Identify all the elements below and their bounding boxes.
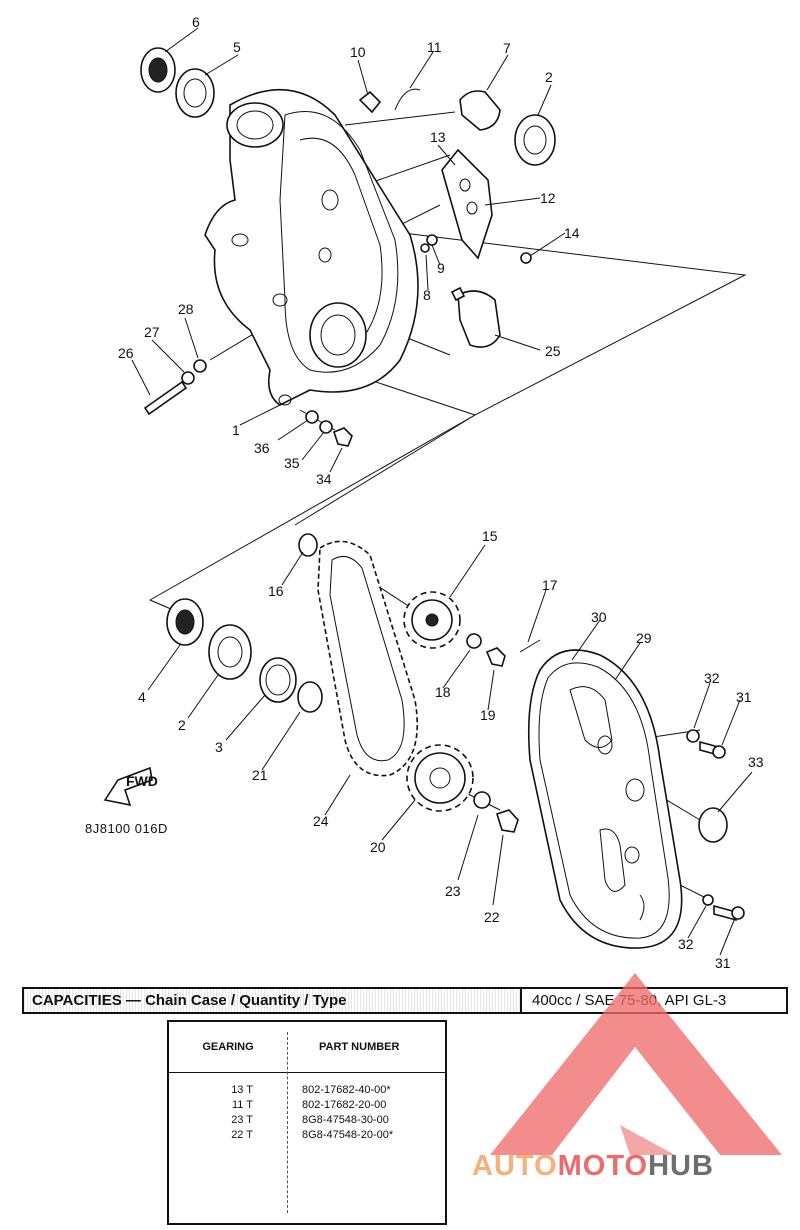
callout-24: 24 [313,813,329,829]
table-row: 13 T 802-17682-40-00* [169,1083,445,1098]
capacities-bar: CAPACITIES — Chain Case / Quantity / Typ… [22,987,788,1014]
figure-code: 8J8100 016D [85,821,168,836]
forward-arrow-icon: FWD [103,766,158,807]
callout-36: 36 [254,440,270,456]
table-row: 23 T 8G8-47548-30-00 [169,1113,445,1128]
fwd-label: FWD [126,773,158,789]
callout-11: 11 [427,39,442,55]
callout-10: 10 [350,44,366,60]
callout-3: 3 [215,739,223,755]
callout-33: 33 [748,754,764,770]
callout-31: 31 [715,955,731,971]
sprockets [403,591,541,833]
callout-34: 34 [316,471,332,487]
callout-21: 21 [252,767,268,783]
upper-bearings [140,47,556,166]
row-gearing: 11 T [232,1099,253,1111]
callout-23: 23 [445,883,461,899]
row-gearing: 23 T [231,1114,253,1126]
row-part-number: 8G8-47548-20-00* [302,1129,394,1141]
callout-19: 19 [480,707,496,723]
leader-lines [131,27,753,956]
chain-case-housing [204,88,419,406]
callout-2: 2 [545,69,553,85]
tensioner-plate [420,148,532,348]
capacities-label: CAPACITIES — Chain Case / Quantity / Typ… [24,989,522,1012]
callout-26: 26 [118,345,134,361]
callout-2: 2 [178,717,186,733]
callout-22: 22 [484,909,500,925]
callout-12: 12 [540,190,556,206]
chain-case-cover [528,649,683,949]
callout-14: 14 [564,225,580,241]
callout-1: 1 [232,422,240,438]
gearing-table: GEARING PART NUMBER 13 T 802-17682-40-00… [167,1020,447,1225]
watermark-part3: HUB [648,1150,714,1182]
callout-15: 15 [482,528,498,544]
header-gearing: GEARING [202,1041,254,1053]
callout-18: 18 [435,684,451,700]
callout-35: 35 [284,455,300,471]
watermark-part1: AUTO [472,1150,558,1182]
exploded-parts-diagram: FWD 123456789101112131415161718192021222… [85,14,764,971]
callout-4: 4 [138,689,146,705]
callout-30: 30 [591,609,607,625]
table-row: 22 T 8G8-47548-20-00* [169,1128,445,1143]
callout-32: 32 [704,670,720,686]
row-gearing: 13 T [231,1084,253,1096]
callout-27: 27 [144,324,160,340]
callout-31: 31 [736,689,752,705]
header-part-number: PART NUMBER [319,1041,400,1053]
callout-9: 9 [437,260,445,276]
left-bolts [143,359,353,447]
table-row: 11 T 802-17682-20-00 [169,1098,445,1113]
table-header: GEARING PART NUMBER [169,1022,445,1073]
row-part-number: 802-17682-40-00* [302,1084,391,1096]
watermark-logo-icon [490,973,782,1155]
watermark-part2: MOTO [557,1150,649,1182]
lower-bearings [166,533,323,713]
callout-29: 29 [636,630,652,646]
callout-28: 28 [178,301,194,317]
callout-20: 20 [370,839,386,855]
table-divider [287,1032,288,1213]
watermark-text: AUTOMOTOHUB [472,1150,714,1183]
drive-chain [317,540,418,777]
callout-8: 8 [423,287,431,303]
callout-32: 32 [678,936,694,952]
cover-bolts [686,729,745,922]
callout-13: 13 [430,129,446,145]
callout-17: 17 [542,577,558,593]
callout-5: 5 [233,39,241,55]
callout-6: 6 [192,14,200,30]
row-part-number: 802-17682-20-00 [302,1099,387,1111]
callout-25: 25 [545,343,561,359]
callout-7: 7 [503,40,511,56]
callout-16: 16 [268,583,284,599]
row-part-number: 8G8-47548-30-00 [302,1114,389,1126]
row-gearing: 22 T [231,1129,253,1141]
